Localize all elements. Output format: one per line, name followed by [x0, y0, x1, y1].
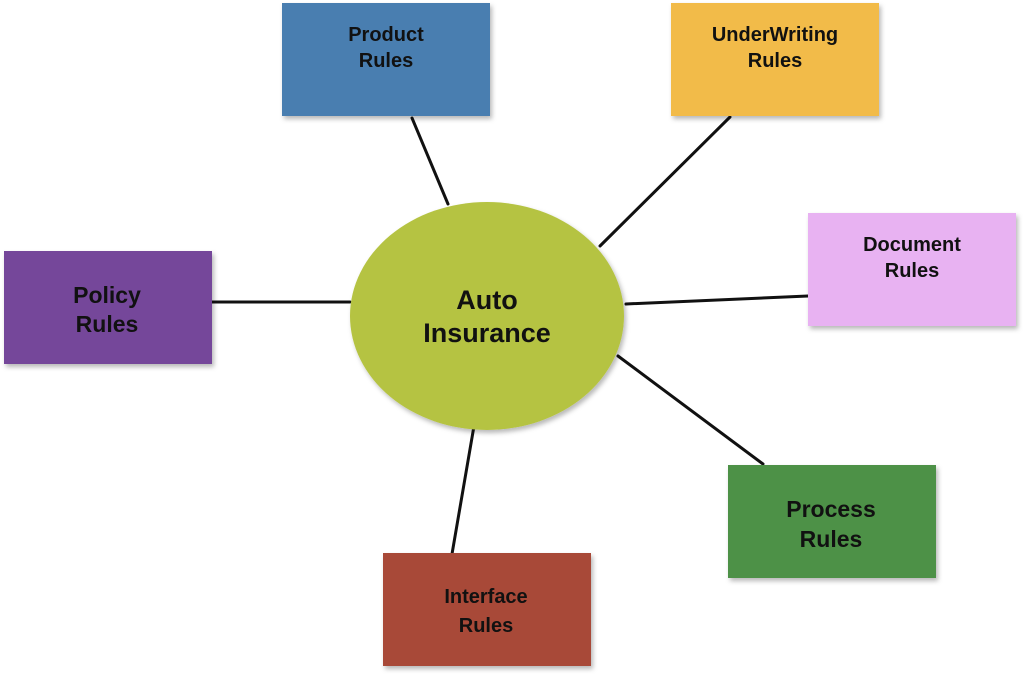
node-policy-label-line1: Policy — [73, 282, 141, 308]
center-label-line2: Insurance — [423, 318, 551, 348]
node-process-label-line2: Rules — [800, 526, 863, 552]
node-document-box — [808, 213, 1016, 326]
node-policy-box — [4, 251, 212, 364]
center-ellipse — [350, 202, 624, 430]
node-product-label-line1: Product — [348, 24, 424, 46]
connectors — [210, 115, 810, 556]
node-policy-label-line2: Rules — [76, 311, 139, 337]
connector-interface — [450, 424, 476, 556]
node-process-rules[interactable]: Process Rules — [728, 465, 936, 578]
node-interface-box — [383, 553, 591, 666]
node-product-box — [282, 3, 490, 116]
node-product-rules[interactable]: Product Rules — [282, 3, 490, 116]
connector-document — [624, 294, 810, 306]
node-underwriting-label-line2: Rules — [748, 50, 802, 72]
node-product-label-line2: Rules — [359, 50, 413, 72]
connector-underwriting — [598, 115, 732, 248]
node-underwriting-box — [671, 3, 879, 116]
connector-process — [616, 354, 765, 466]
node-interface-label-line1: Interface — [444, 586, 527, 608]
center-label-line1: Auto — [456, 285, 517, 315]
node-document-label-line1: Document — [863, 234, 961, 256]
node-policy-rules[interactable]: Policy Rules — [4, 251, 212, 364]
node-underwriting-label-line1: UnderWriting — [712, 24, 838, 46]
node-process-box — [728, 465, 936, 578]
node-interface-rules[interactable]: Interface Rules — [383, 553, 591, 666]
node-interface-label-line2: Rules — [459, 615, 513, 637]
node-document-label-line2: Rules — [885, 260, 939, 282]
node-process-label-line1: Process — [786, 496, 876, 522]
connector-product — [410, 116, 450, 206]
node-document-rules[interactable]: Document Rules — [808, 213, 1016, 326]
center-node-auto-insurance[interactable]: Auto Insurance — [350, 202, 624, 430]
node-underwriting-rules[interactable]: UnderWriting Rules — [671, 3, 879, 116]
